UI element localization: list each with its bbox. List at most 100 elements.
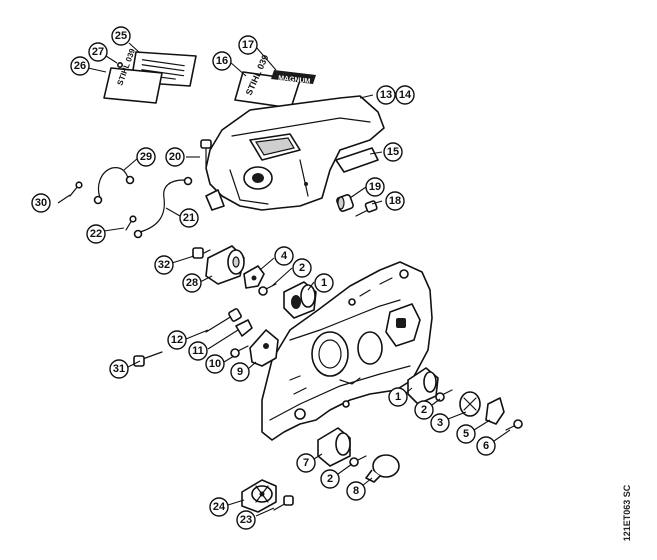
callout-label: 15 bbox=[387, 146, 399, 158]
callout-label: 2 bbox=[421, 404, 427, 416]
callout-2-lower[interactable]: 2 bbox=[320, 469, 340, 489]
screw-20[interactable] bbox=[200, 139, 212, 167]
callout-label: 31 bbox=[113, 363, 125, 375]
callout-label: 19 bbox=[369, 181, 381, 193]
screw-6[interactable] bbox=[505, 419, 523, 431]
screw-2-upper[interactable] bbox=[258, 283, 277, 296]
screw-23[interactable] bbox=[273, 495, 294, 511]
cover-plate-9[interactable] bbox=[249, 329, 279, 367]
callout-label: 17 bbox=[242, 39, 254, 51]
screw-10[interactable] bbox=[230, 345, 249, 358]
drawing-code-label: 121ET063 SC bbox=[612, 470, 642, 555]
clip-11[interactable] bbox=[235, 319, 253, 337]
ignition-lead-21[interactable] bbox=[133, 176, 193, 239]
callout-8[interactable]: 8 bbox=[346, 481, 366, 501]
callout-label: 5 bbox=[463, 428, 469, 440]
callout-label: 1 bbox=[395, 391, 401, 403]
screw-2-lower[interactable] bbox=[349, 455, 367, 467]
callout-3[interactable]: 3 bbox=[430, 413, 450, 433]
callout-label: 21 bbox=[183, 212, 195, 224]
callouts: 25 27 26 17 16 13 14 15 19 18 20 29 30 2… bbox=[31, 26, 496, 530]
callout-18[interactable]: 18 bbox=[385, 191, 405, 211]
buffer-1-upper[interactable] bbox=[283, 281, 317, 319]
callout-26[interactable]: 26 bbox=[70, 56, 90, 76]
callout-15[interactable]: 15 bbox=[383, 142, 403, 162]
filter-gasket-15[interactable] bbox=[335, 147, 379, 173]
bolt-12[interactable] bbox=[205, 308, 242, 333]
callout-label: 29 bbox=[140, 151, 152, 163]
callout-5[interactable]: 5 bbox=[456, 424, 476, 444]
callout-7[interactable]: 7 bbox=[296, 453, 316, 473]
callout-label: 10 bbox=[209, 358, 221, 370]
callout-21[interactable]: 21 bbox=[179, 208, 199, 228]
rotor-24[interactable] bbox=[241, 479, 277, 513]
cap-8[interactable] bbox=[365, 454, 400, 483]
callout-12[interactable]: 12 bbox=[167, 330, 187, 350]
callout-label: 23 bbox=[240, 514, 252, 526]
callout-label: 8 bbox=[353, 485, 359, 497]
callout-19[interactable]: 19 bbox=[365, 177, 385, 197]
plate-3[interactable] bbox=[459, 391, 481, 417]
screw-2-right[interactable] bbox=[435, 389, 453, 402]
callout-label: 6 bbox=[483, 440, 489, 452]
callout-label: 7 bbox=[303, 457, 309, 469]
callout-label: 25 bbox=[115, 30, 127, 42]
callout-label: 32 bbox=[158, 259, 170, 271]
drawing-code-text: 121ET063 SC bbox=[622, 484, 632, 541]
buffer-plate-4[interactable] bbox=[243, 265, 265, 289]
screw-30[interactable] bbox=[69, 181, 83, 197]
callout-30[interactable]: 30 bbox=[31, 193, 51, 213]
callout-label: 30 bbox=[35, 197, 47, 209]
bracket-5[interactable] bbox=[485, 397, 505, 425]
callout-28[interactable]: 28 bbox=[182, 273, 202, 293]
callout-31[interactable]: 31 bbox=[109, 359, 129, 379]
callout-4[interactable]: 4 bbox=[274, 246, 294, 266]
callout-label: 24 bbox=[213, 501, 226, 513]
brand-strip-17[interactable]: MAGNUM bbox=[271, 70, 316, 85]
sleeve-19[interactable] bbox=[336, 194, 354, 212]
callout-20[interactable]: 20 bbox=[165, 147, 185, 167]
callout-10[interactable]: 10 bbox=[205, 354, 225, 374]
callout-label: 2 bbox=[299, 262, 305, 274]
callout-label: 28 bbox=[186, 277, 198, 289]
callout-11[interactable]: 11 bbox=[188, 341, 208, 361]
callout-29[interactable]: 29 bbox=[136, 147, 156, 167]
callout-label: 20 bbox=[169, 151, 181, 163]
callout-27[interactable]: 27 bbox=[88, 42, 108, 62]
callout-label: 27 bbox=[92, 46, 104, 58]
callout-6[interactable]: 6 bbox=[476, 436, 496, 456]
buffer-28[interactable] bbox=[205, 245, 245, 285]
bolt-31[interactable] bbox=[133, 351, 163, 367]
screw-22[interactable] bbox=[125, 215, 137, 231]
callout-24[interactable]: 24 bbox=[209, 497, 229, 517]
callout-32[interactable]: 32 bbox=[154, 255, 174, 275]
buffer-7[interactable] bbox=[317, 427, 351, 467]
callout-23[interactable]: 23 bbox=[236, 510, 256, 530]
callout-label: 11 bbox=[192, 345, 204, 357]
screw-27[interactable] bbox=[117, 61, 124, 68]
callout-1-upper[interactable]: 1 bbox=[314, 273, 334, 293]
callout-label: 22 bbox=[90, 228, 102, 240]
callout-14[interactable]: 14 bbox=[395, 85, 415, 105]
shroud-13-14[interactable] bbox=[205, 95, 385, 211]
callout-25[interactable]: 25 bbox=[111, 26, 131, 46]
callout-22[interactable]: 22 bbox=[86, 224, 106, 244]
callout-label: 16 bbox=[216, 55, 228, 67]
ground-wire-29[interactable] bbox=[93, 167, 135, 205]
callout-13[interactable]: 13 bbox=[376, 85, 396, 105]
buffer-1-lower[interactable] bbox=[407, 367, 439, 405]
callout-label: 13 bbox=[380, 89, 392, 101]
callout-2-right[interactable]: 2 bbox=[414, 400, 434, 420]
callout-1-lower[interactable]: 1 bbox=[388, 387, 408, 407]
callout-label: 14 bbox=[399, 89, 412, 101]
callout-16[interactable]: 16 bbox=[212, 51, 232, 71]
screw-32[interactable] bbox=[192, 247, 211, 259]
callout-9[interactable]: 9 bbox=[230, 362, 250, 382]
callout-17[interactable]: 17 bbox=[238, 35, 258, 55]
callout-label: 1 bbox=[321, 277, 327, 289]
callout-2-upper[interactable]: 2 bbox=[292, 258, 312, 278]
callout-label: 12 bbox=[171, 334, 183, 346]
callout-label: 4 bbox=[281, 250, 288, 262]
crankcase[interactable] bbox=[261, 261, 433, 441]
callout-label: 3 bbox=[437, 417, 443, 429]
